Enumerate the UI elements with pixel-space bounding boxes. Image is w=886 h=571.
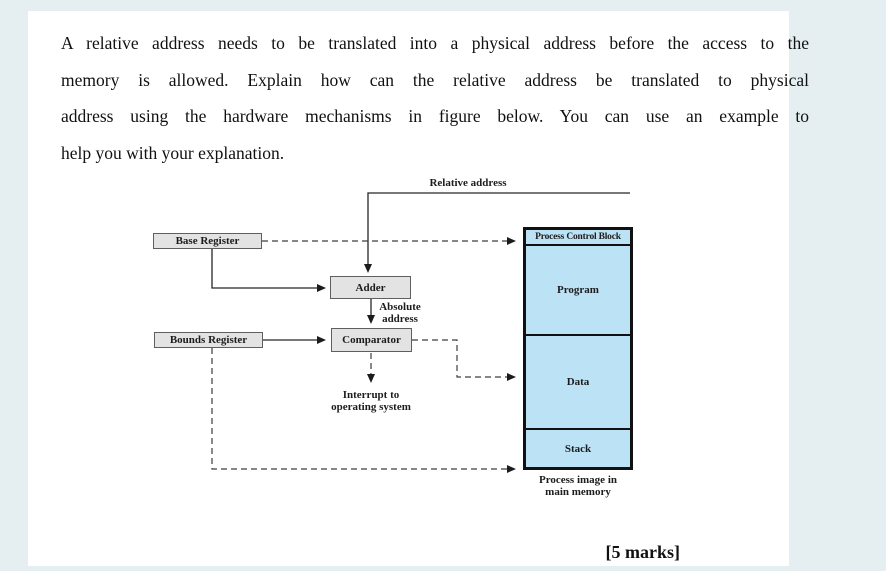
process-control-block-header: Process Control Block (526, 230, 630, 246)
question-line: memory is allowed. Explain how can the r… (61, 69, 809, 90)
memory-section-stack: Stack (564, 442, 592, 455)
caption-line2: main memory (545, 486, 611, 498)
interrupt-label: Interrupt to operating system (316, 389, 426, 413)
question-line: A relative address needs to be translate… (61, 33, 809, 53)
process-image-caption: Process image in main memory (521, 474, 635, 498)
question-line: help you with your explanation. (61, 142, 285, 163)
absolute-address-line2: address (382, 313, 418, 325)
interrupt-line1: Interrupt to (342, 389, 400, 401)
bounds-register-box: Bounds Register (154, 332, 263, 348)
caption-line1: Process image in (538, 474, 617, 486)
relative-address-label: Relative address (429, 177, 507, 189)
interrupt-line2: operating system (331, 401, 411, 413)
absolute-address-label: Absolute address (374, 301, 426, 325)
marks-label: [5 marks] (605, 542, 681, 562)
memory-section-data: Data (526, 336, 630, 430)
absolute-address-line1: Absolute (379, 301, 421, 313)
comparator-box: Comparator (331, 328, 412, 352)
question-line: address using the hardware mechanisms in… (61, 106, 809, 126)
question-paragraph: A relative address needs to be translate… (61, 25, 809, 171)
base-register-box: Base Register (153, 233, 262, 249)
content-page: A relative address needs to be translate… (28, 11, 809, 566)
process-image-memory-box: Process Control Block Program Data Stack (523, 227, 633, 470)
memory-section-program: Program (526, 246, 630, 336)
adder-box: Adder (330, 276, 411, 299)
